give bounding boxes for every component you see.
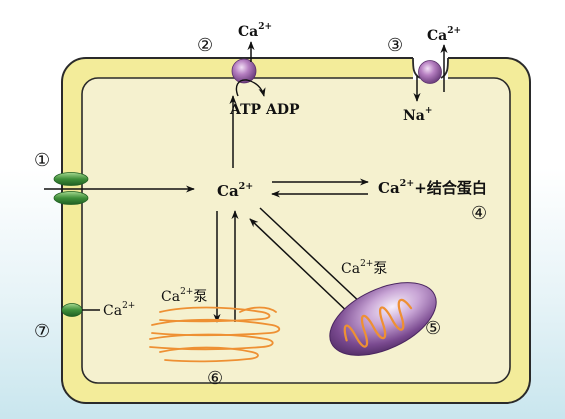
cytoplasm: [81, 77, 511, 384]
membrane-binding-protein-icon: [61, 303, 83, 317]
marker-6: ⑥: [207, 368, 223, 389]
sodium-calcium-exchanger-icon: [418, 60, 442, 84]
marker-1: ①: [34, 150, 50, 171]
mitochondrion-icon: [329, 282, 437, 356]
adp-label: ADP: [265, 102, 300, 118]
marker-7: ⑦: [34, 321, 50, 342]
er-pump-label: Ca2+泵: [161, 287, 207, 305]
binding-protein-label: Ca2++结合蛋白: [378, 178, 487, 197]
marker-2: ②: [197, 35, 213, 56]
mito-pump-label: Ca2+泵: [341, 259, 387, 277]
ca-label-3: Ca2+: [427, 26, 461, 44]
marker-3: ③: [387, 35, 403, 56]
na-label: Na+: [403, 106, 432, 124]
ca-label-7: Ca2+: [103, 301, 135, 319]
ca-center-label: Ca2+: [217, 181, 253, 200]
atp-adp-arrow: [235, 79, 266, 97]
to-mitochondrion-arrow: [259, 207, 364, 306]
from-mitochondrion-arrow: [249, 218, 354, 318]
marker-5: ⑤: [425, 318, 441, 339]
calcium-channel-icon: [53, 172, 89, 205]
ca-label-2: Ca2+: [238, 22, 272, 40]
atp-label: ATP: [229, 102, 262, 118]
calcium-pump-icon: [231, 58, 257, 84]
endoplasmic-reticulum-icon: [149, 306, 281, 363]
exchanger-notch: [412, 57, 449, 79]
marker-4: ④: [471, 203, 487, 224]
